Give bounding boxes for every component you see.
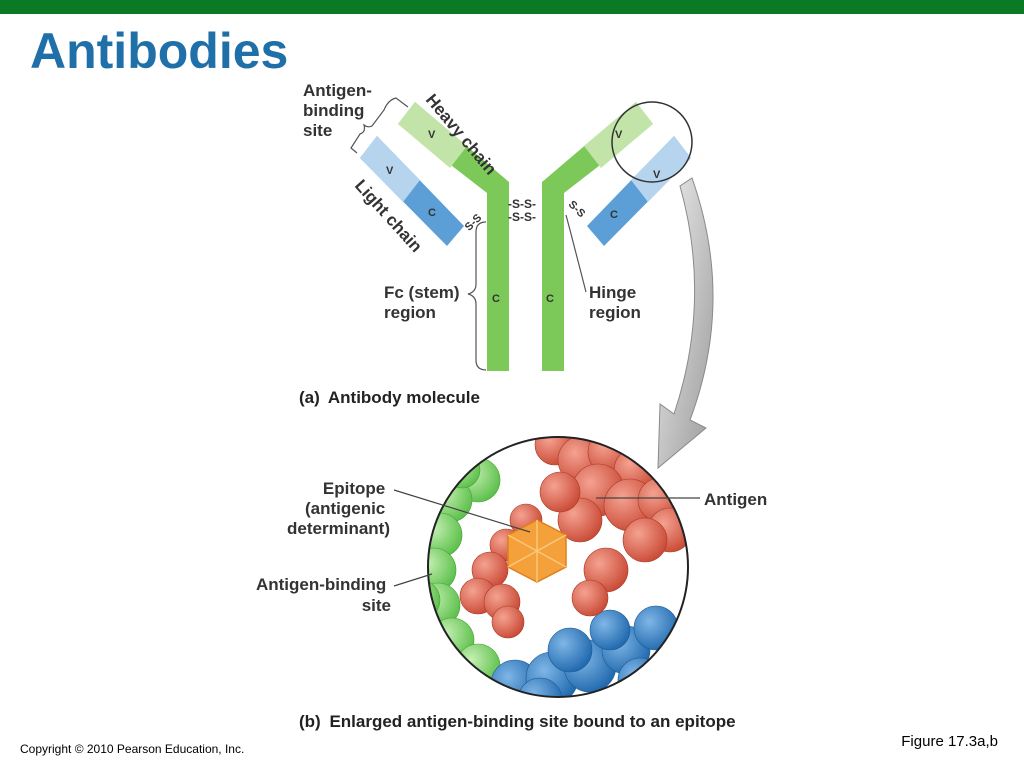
epitope-label: Epitope (antigenic determinant) bbox=[287, 479, 390, 538]
caption-b: (b) Enlarged antigen-binding site bound … bbox=[299, 712, 736, 731]
hinge-region-leader bbox=[565, 214, 587, 293]
slide-title: Antibodies bbox=[30, 23, 289, 79]
antigen-binding-site-bracket bbox=[350, 97, 409, 154]
c-label: C bbox=[428, 207, 436, 219]
disulfide-bond-side: S-S bbox=[566, 199, 587, 220]
antigen-binding-site-b-leader bbox=[393, 573, 433, 587]
epitope-hexagon bbox=[507, 519, 567, 583]
disulfide-bond: -S-S- bbox=[508, 210, 536, 224]
hinge-region-label: Hinge region bbox=[589, 283, 641, 322]
epitope-leader bbox=[393, 489, 531, 533]
v-label: V bbox=[653, 169, 661, 181]
light-chain-v-left bbox=[360, 136, 420, 202]
c-label: C bbox=[492, 293, 500, 305]
heavy-chain-stem-right bbox=[542, 205, 564, 371]
light-chain-v-right bbox=[631, 136, 691, 202]
fc-region-bracket bbox=[467, 221, 487, 371]
v-label: V bbox=[428, 129, 436, 141]
v-label: V bbox=[386, 165, 394, 177]
c-label: C bbox=[546, 293, 554, 305]
c-label: C bbox=[610, 209, 618, 221]
fc-region-label: Fc (stem) region bbox=[384, 283, 464, 322]
antigen-binding-site-b-label: Antigen-binding site bbox=[256, 575, 391, 615]
caption-a: (a) Antibody molecule bbox=[299, 388, 480, 407]
disulfide-bond: -S-S- bbox=[508, 197, 536, 211]
enlarged-binding-view bbox=[428, 437, 688, 697]
antigen-label: Antigen bbox=[704, 490, 767, 509]
v-label: V bbox=[615, 129, 623, 141]
magnifier-circle bbox=[611, 101, 693, 183]
heavy-chain-v-left bbox=[398, 102, 467, 168]
enlarged-view-circle bbox=[427, 436, 689, 698]
top-accent-bar bbox=[0, 0, 1024, 14]
copyright-notice: Copyright © 2010 Pearson Education, Inc. bbox=[20, 742, 245, 756]
figure-reference: Figure 17.3a,b bbox=[901, 733, 998, 750]
heavy-chain-v-right bbox=[584, 102, 653, 168]
heavy-chain-stem-left bbox=[487, 205, 509, 371]
zoom-arrow bbox=[657, 177, 714, 470]
antigen-binding-site-label: Antigen- binding site bbox=[303, 81, 377, 140]
